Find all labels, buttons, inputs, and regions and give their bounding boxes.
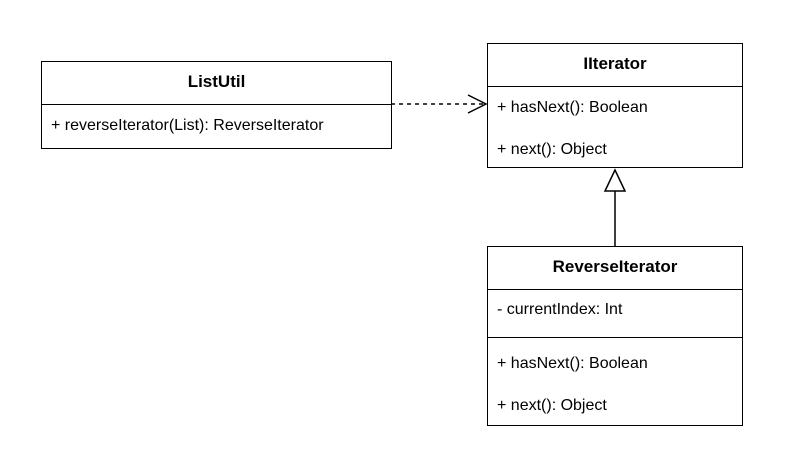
class-box-iiterator: IIterator + hasNext(): Boolean + next():… — [487, 43, 743, 168]
dependency-arrow — [391, 94, 488, 114]
class-name: IIterator — [488, 44, 742, 87]
attributes-compartment: - currentIndex: Int — [488, 290, 742, 338]
realization-arrow — [603, 168, 627, 246]
class-box-reverseiterator: ReverseIterator - currentIndex: Int + ha… — [487, 246, 743, 426]
class-name: ListUtil — [42, 62, 391, 105]
hollow-triangle-arrowhead — [603, 168, 627, 192]
method: + hasNext(): Boolean — [497, 99, 648, 116]
methods-compartment: + hasNext(): Boolean + next(): Object — [488, 87, 742, 160]
methods-compartment: + hasNext(): Boolean + next(): Object — [488, 338, 742, 416]
class-box-listutil: ListUtil + reverseIterator(List): Revers… — [41, 61, 392, 149]
open-arrowhead — [467, 94, 488, 114]
methods-compartment: + reverseIterator(List): ReverseIterator — [42, 105, 391, 136]
class-name: ReverseIterator — [488, 247, 742, 290]
method: + next(): Object — [497, 397, 607, 414]
method: + next(): Object — [497, 141, 607, 158]
method: + hasNext(): Boolean — [497, 355, 648, 372]
attribute: - currentIndex: Int — [497, 301, 623, 318]
method: + reverseIterator(List): ReverseIterator — [51, 117, 324, 134]
